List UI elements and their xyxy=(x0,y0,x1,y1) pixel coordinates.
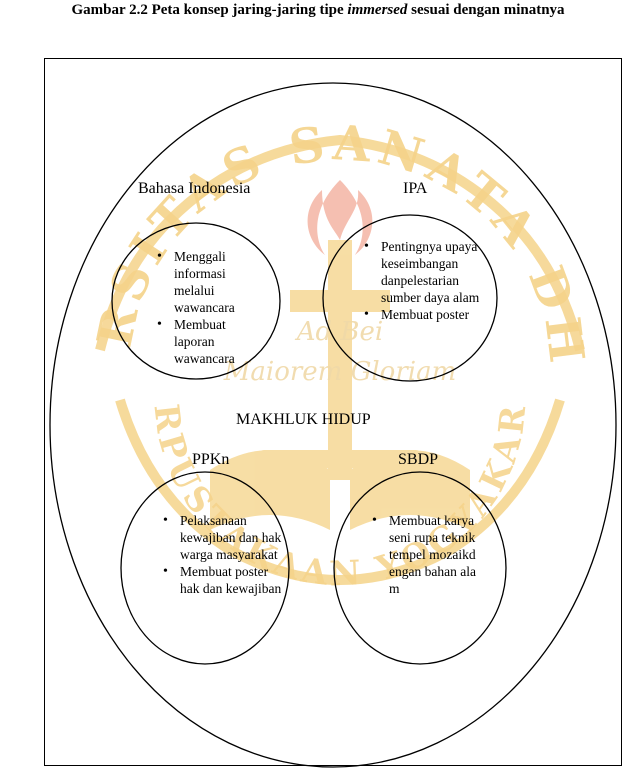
label-ipa: IPA xyxy=(403,180,428,197)
list-item: Membuat poster hak dan kewajiban xyxy=(163,563,283,597)
caption-suffix: sesuai dengan minatnya xyxy=(407,2,565,18)
list-item: Pelaksanaan kewajiban dan hak warga masy… xyxy=(163,512,283,563)
diagram-frame xyxy=(44,58,622,766)
circle-ppkn xyxy=(120,471,290,665)
list-sbdp: Membuat karya seni rupa teknik tempel mo… xyxy=(372,512,478,597)
circle-bahasa-indonesia xyxy=(111,222,281,380)
list-bahasa-indonesia: Menggali informasi melalui wawancara Mem… xyxy=(157,248,253,367)
figure-caption: Gambar 2.2 Peta konsep jaring-jaring tip… xyxy=(0,0,636,24)
list-item: Membuat poster xyxy=(364,306,486,323)
circle-sbdp xyxy=(333,471,507,665)
label-sbdp: SBDP xyxy=(398,451,439,468)
caption-prefix: Gambar 2.2 Peta konsep jaring-jaring tip… xyxy=(71,2,348,18)
list-item: Membuat laporan wawancara xyxy=(157,316,253,367)
list-item: Menggali informasi melalui wawancara xyxy=(157,248,253,316)
list-ipa: Pentingnya upaya keseimbangan danpelesta… xyxy=(364,238,486,323)
list-item: Pentingnya upaya keseimbangan danpelesta… xyxy=(364,238,486,306)
circle-ipa xyxy=(322,214,498,382)
label-bahasa-indonesia: Bahasa Indonesia xyxy=(138,180,251,197)
caption-italic: immersed xyxy=(347,2,408,18)
outer-ellipse xyxy=(49,82,617,768)
list-item: Membuat karya seni rupa teknik tempel mo… xyxy=(372,512,478,597)
list-ppkn: Pelaksanaan kewajiban dan hak warga masy… xyxy=(163,512,283,597)
label-makhluk-hidup: MAKHLUK HIDUP xyxy=(236,411,371,428)
label-ppkn: PPKn xyxy=(192,451,230,468)
